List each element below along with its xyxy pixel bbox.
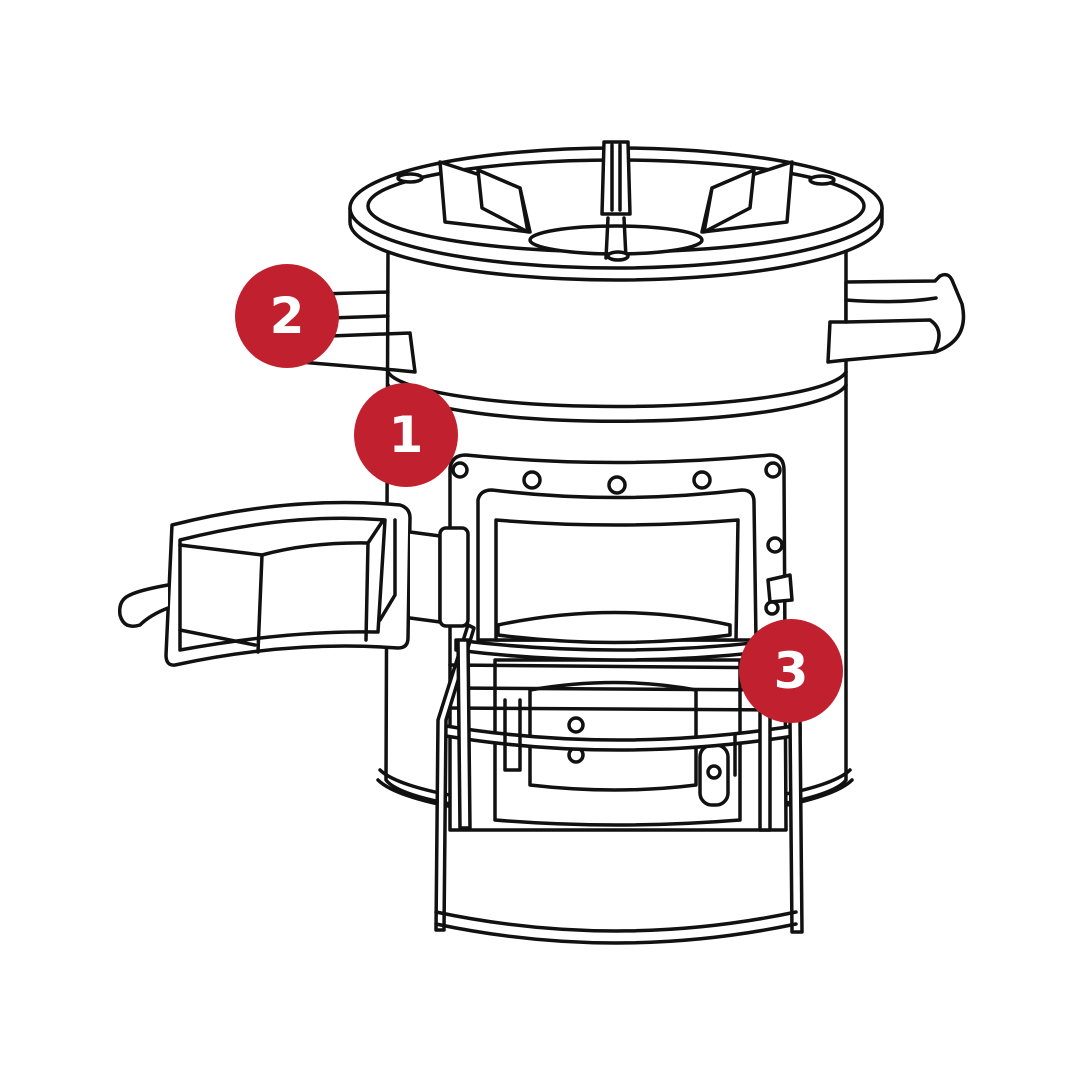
callout-number: 3: [773, 642, 809, 700]
callout-number: 2: [269, 287, 305, 345]
fuel-door: [117, 500, 470, 667]
callout-badge-3: 3: [739, 619, 843, 723]
callout-number: 1: [388, 406, 424, 464]
left-handle: [298, 290, 417, 374]
callout-badge-1: 1: [354, 383, 458, 487]
callout-badge-2: 2: [235, 264, 339, 368]
right-handle: [826, 272, 966, 364]
top-plate: [348, 140, 884, 282]
